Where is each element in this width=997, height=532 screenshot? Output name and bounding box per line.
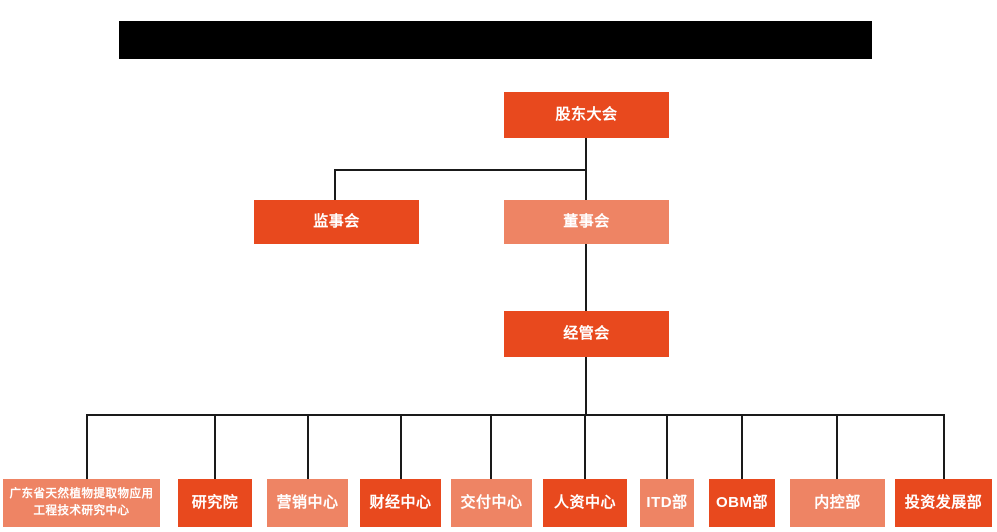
node-itd-dept[interactable]: ITD部 — [640, 479, 694, 527]
node-management-label: 经管会 — [563, 324, 610, 342]
edge-to-itd — [666, 414, 668, 480]
node-investment-development-dept[interactable]: 投资发展部 — [895, 479, 992, 527]
node-research-center-label: 广东省天然植物提取物应用工程技术研究中心 — [9, 488, 154, 517]
node-board[interactable]: 董事会 — [504, 200, 669, 244]
edge-board-to-management — [585, 243, 587, 311]
node-institute-label: 研究院 — [191, 493, 239, 511]
node-marketing-center-label: 营销中心 — [276, 493, 339, 511]
node-shareholders-label: 股东大会 — [555, 105, 618, 123]
node-internal-control-dept[interactable]: 内控部 — [790, 479, 885, 527]
node-internal-control-dept-label: 内控部 — [814, 493, 861, 511]
node-hr-center-label: 人资中心 — [553, 493, 616, 511]
edge-level1-bus — [334, 169, 587, 171]
edge-to-obm — [741, 414, 743, 480]
edge-to-marketing — [307, 414, 309, 480]
node-supervisory[interactable]: 监事会 — [254, 200, 419, 244]
edge-leaf-bus — [86, 414, 945, 416]
edge-management-down — [585, 357, 587, 416]
node-institute[interactable]: 研究院 — [178, 479, 252, 527]
node-marketing-center[interactable]: 营销中心 — [267, 479, 348, 527]
node-obm-dept[interactable]: OBM部 — [709, 479, 775, 527]
node-itd-dept-label: ITD部 — [646, 493, 688, 511]
node-obm-dept-label: OBM部 — [716, 493, 768, 511]
node-board-label: 董事会 — [563, 212, 610, 230]
edge-to-finance — [400, 414, 402, 480]
node-finance-center-label: 财经中心 — [369, 493, 432, 511]
title-banner — [119, 21, 872, 59]
node-finance-center[interactable]: 财经中心 — [360, 479, 441, 527]
edge-to-internal-ctrl — [836, 414, 838, 480]
edge-to-delivery — [490, 414, 492, 480]
edge-to-supervisory — [334, 169, 336, 201]
node-investment-development-dept-label: 投资发展部 — [904, 493, 983, 511]
node-supervisory-label: 监事会 — [313, 212, 360, 230]
edge-to-board — [585, 169, 587, 201]
edge-to-investment — [943, 414, 945, 480]
node-delivery-center-label: 交付中心 — [460, 493, 523, 511]
edge-to-hr — [584, 414, 586, 480]
node-shareholders[interactable]: 股东大会 — [504, 92, 669, 138]
node-delivery-center[interactable]: 交付中心 — [451, 479, 532, 527]
node-research-center[interactable]: 广东省天然植物提取物应用工程技术研究中心 — [3, 479, 160, 527]
node-management[interactable]: 经管会 — [504, 311, 669, 357]
node-hr-center[interactable]: 人资中心 — [543, 479, 627, 527]
edge-to-research-ctr — [86, 414, 88, 480]
edge-shareholders-down — [585, 138, 587, 171]
edge-to-institute — [214, 414, 216, 480]
